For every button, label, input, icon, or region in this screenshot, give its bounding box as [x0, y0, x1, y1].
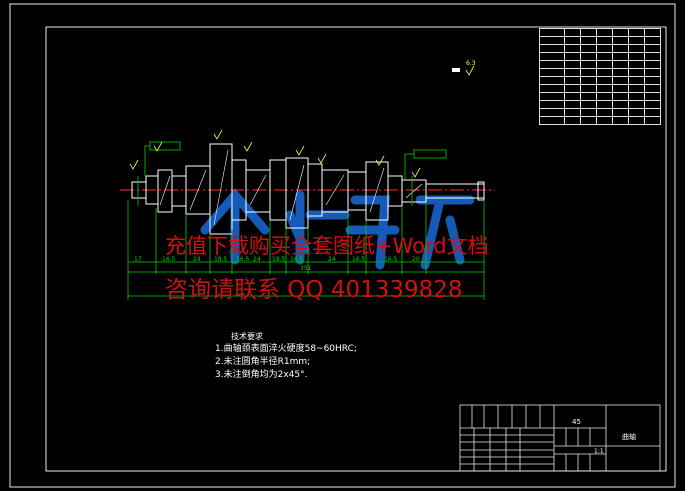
outer-frame [9, 3, 676, 488]
dim-segment: 18.5 [272, 256, 286, 263]
technical-notes: 技术要求 1.曲轴颈表面淬火硬度58~60HRC; 2.未注圆角半径R1mm; … [215, 330, 357, 382]
dim-segment: 16.5 [290, 256, 304, 263]
watermark-line-1: 充值下载购买全套图纸+Word文档 [165, 234, 489, 258]
dim-segment: 16.5 [352, 256, 366, 263]
notes-item: 2.未注圆角半径R1mm; [215, 357, 311, 367]
notes-title: 技术要求 [231, 332, 263, 341]
title-block [459, 404, 661, 472]
notes-item: 3.未注倒角均为2x45°. [215, 370, 308, 380]
dim-segment: 20 [412, 256, 420, 263]
roughness-note-value: 6.3 [466, 60, 476, 67]
dim-segment: 16.5 [162, 256, 176, 263]
dim-segment: 16.5 [384, 256, 398, 263]
dim-segment: 18.5 [214, 256, 228, 263]
dim-segment: 17 [134, 256, 142, 263]
roughness-note-bar [452, 68, 460, 72]
inner-frame [45, 26, 667, 472]
dim-segment: 24 [253, 256, 261, 263]
dim-segment: 24 [193, 256, 201, 263]
title-block-material: 45 [572, 418, 581, 426]
dim-overall: 351 [300, 265, 312, 272]
section-hatching [159, 149, 423, 226]
parameter-table [539, 28, 662, 126]
watermark-logo [200, 188, 475, 270]
title-block-scale: 1:1 [594, 448, 604, 455]
crankshaft [131, 143, 485, 235]
title-block-part-name: 曲轴 [622, 433, 636, 441]
notes-item: 1.曲轴颈表面淬火硬度58~60HRC; [215, 344, 357, 354]
dim-segment: 16.5 [236, 256, 250, 263]
dimension-lines [127, 141, 485, 300]
watermark-line-2: 咨询请联系 QQ 401339828 [165, 277, 463, 303]
dim-segment: 24 [328, 256, 336, 263]
roughness-marks [129, 65, 475, 178]
